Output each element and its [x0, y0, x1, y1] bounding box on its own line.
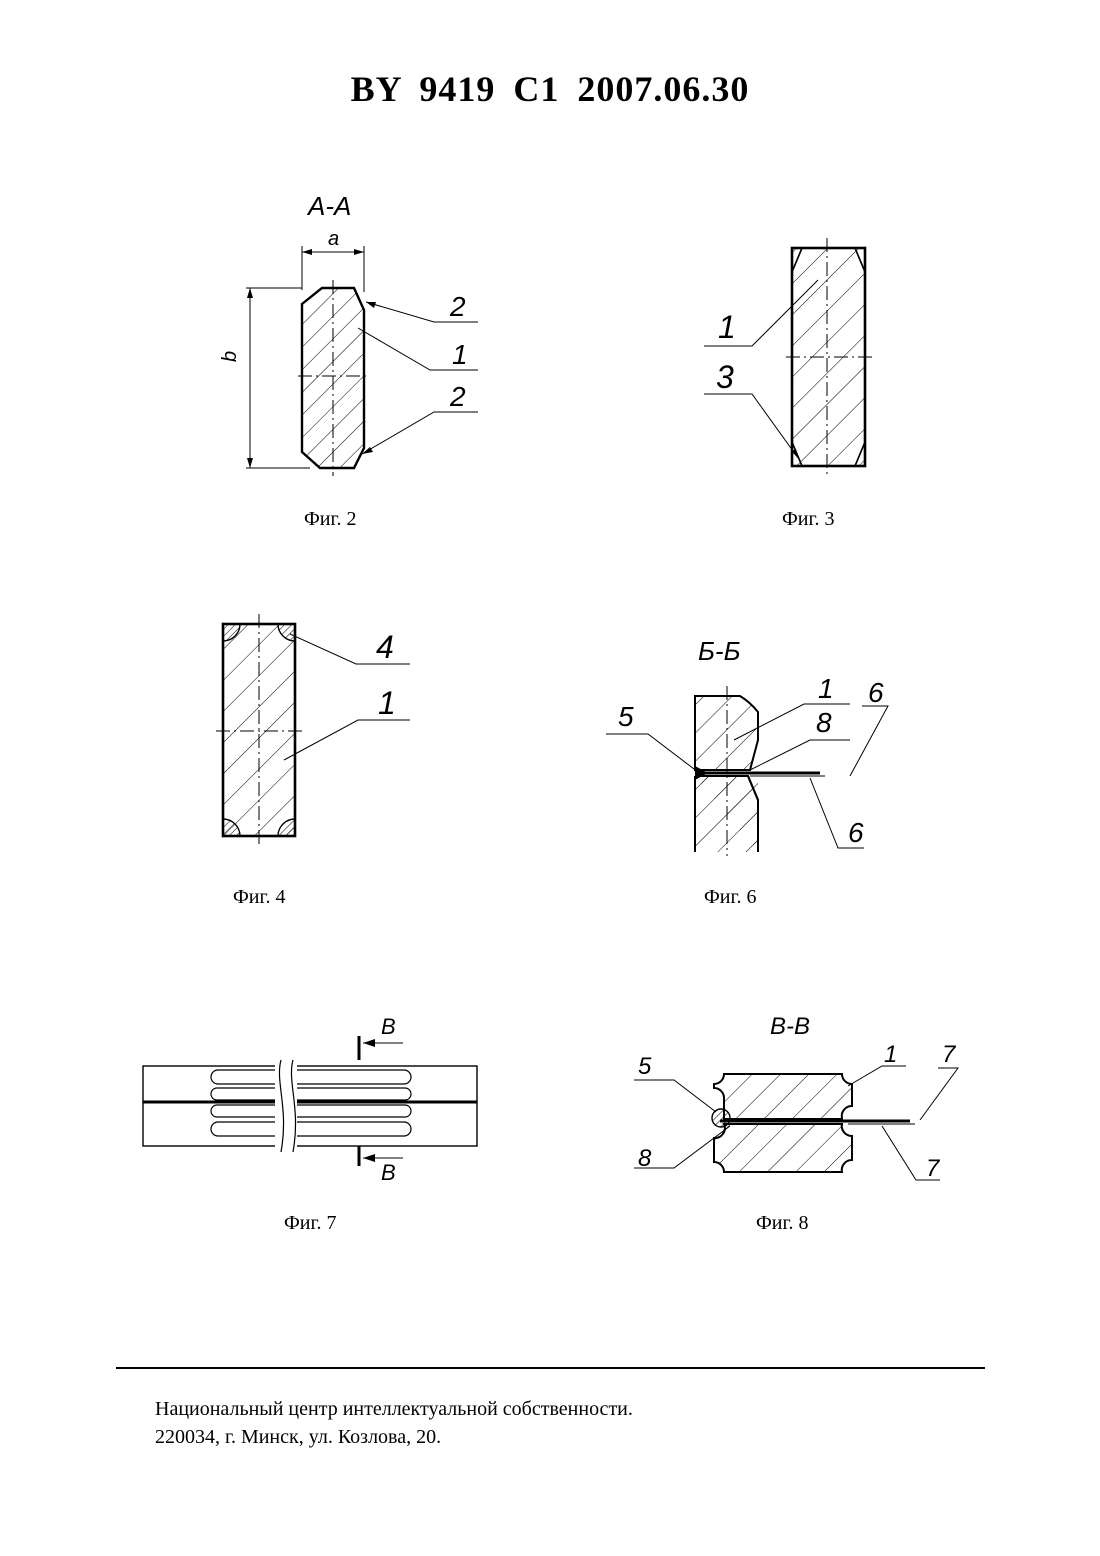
callout-1: 1	[452, 339, 468, 370]
figure-7: В В	[135, 1010, 485, 1190]
figure-7-caption: Фиг. 7	[284, 1212, 336, 1235]
dimension-b-label: b	[219, 351, 241, 362]
section-label-b-b: Б-Б	[698, 636, 741, 666]
figure-8: В-В 5 1 7 8 7	[620, 1008, 980, 1188]
figure-4-caption: Фиг. 4	[233, 886, 285, 909]
dimension-a-label: a	[328, 228, 339, 250]
footer-organization: Национальный центр интеллектуальной собс…	[155, 1398, 633, 1421]
figure-2-caption: Фиг. 2	[304, 508, 356, 531]
callout-5: 5	[638, 1053, 652, 1080]
figure-2: А-А a b 2 1 2	[220, 180, 500, 480]
figure-4: 4 1	[200, 610, 430, 860]
callout-5: 5	[618, 701, 634, 732]
callout-1: 1	[718, 309, 736, 345]
callout-6-bottom: 6	[848, 817, 864, 848]
figure-8-caption: Фиг. 8	[756, 1212, 808, 1235]
figure-3: 1 3	[690, 230, 890, 480]
section-mark-top: В	[381, 1014, 396, 1039]
callout-2-bottom: 2	[449, 381, 466, 412]
callout-8: 8	[816, 707, 832, 738]
section-label-v-v: В-В	[770, 1013, 810, 1040]
callout-7-top: 7	[942, 1041, 957, 1068]
callout-2-top: 2	[449, 291, 466, 322]
callout-1: 1	[884, 1041, 897, 1068]
footer-address: 220034, г. Минск, ул. Козлова, 20.	[155, 1426, 441, 1449]
figure-6: Б-Б 5 1 8 6 6	[600, 630, 890, 860]
callout-7-bottom: 7	[926, 1155, 941, 1182]
callout-6-top: 6	[868, 677, 884, 708]
callout-4: 4	[376, 629, 394, 665]
figure-3-caption: Фиг. 3	[782, 508, 834, 531]
callout-3: 3	[716, 359, 734, 395]
section-mark-bottom: В	[381, 1160, 396, 1185]
footer-divider	[116, 1367, 985, 1369]
callout-8: 8	[638, 1145, 652, 1172]
section-label-a-a: А-А	[306, 191, 351, 221]
callout-1: 1	[378, 685, 396, 721]
document-header: BY 9419 C1 2007.06.30	[0, 68, 1100, 110]
callout-1: 1	[818, 673, 834, 704]
figure-6-caption: Фиг. 6	[704, 886, 756, 909]
